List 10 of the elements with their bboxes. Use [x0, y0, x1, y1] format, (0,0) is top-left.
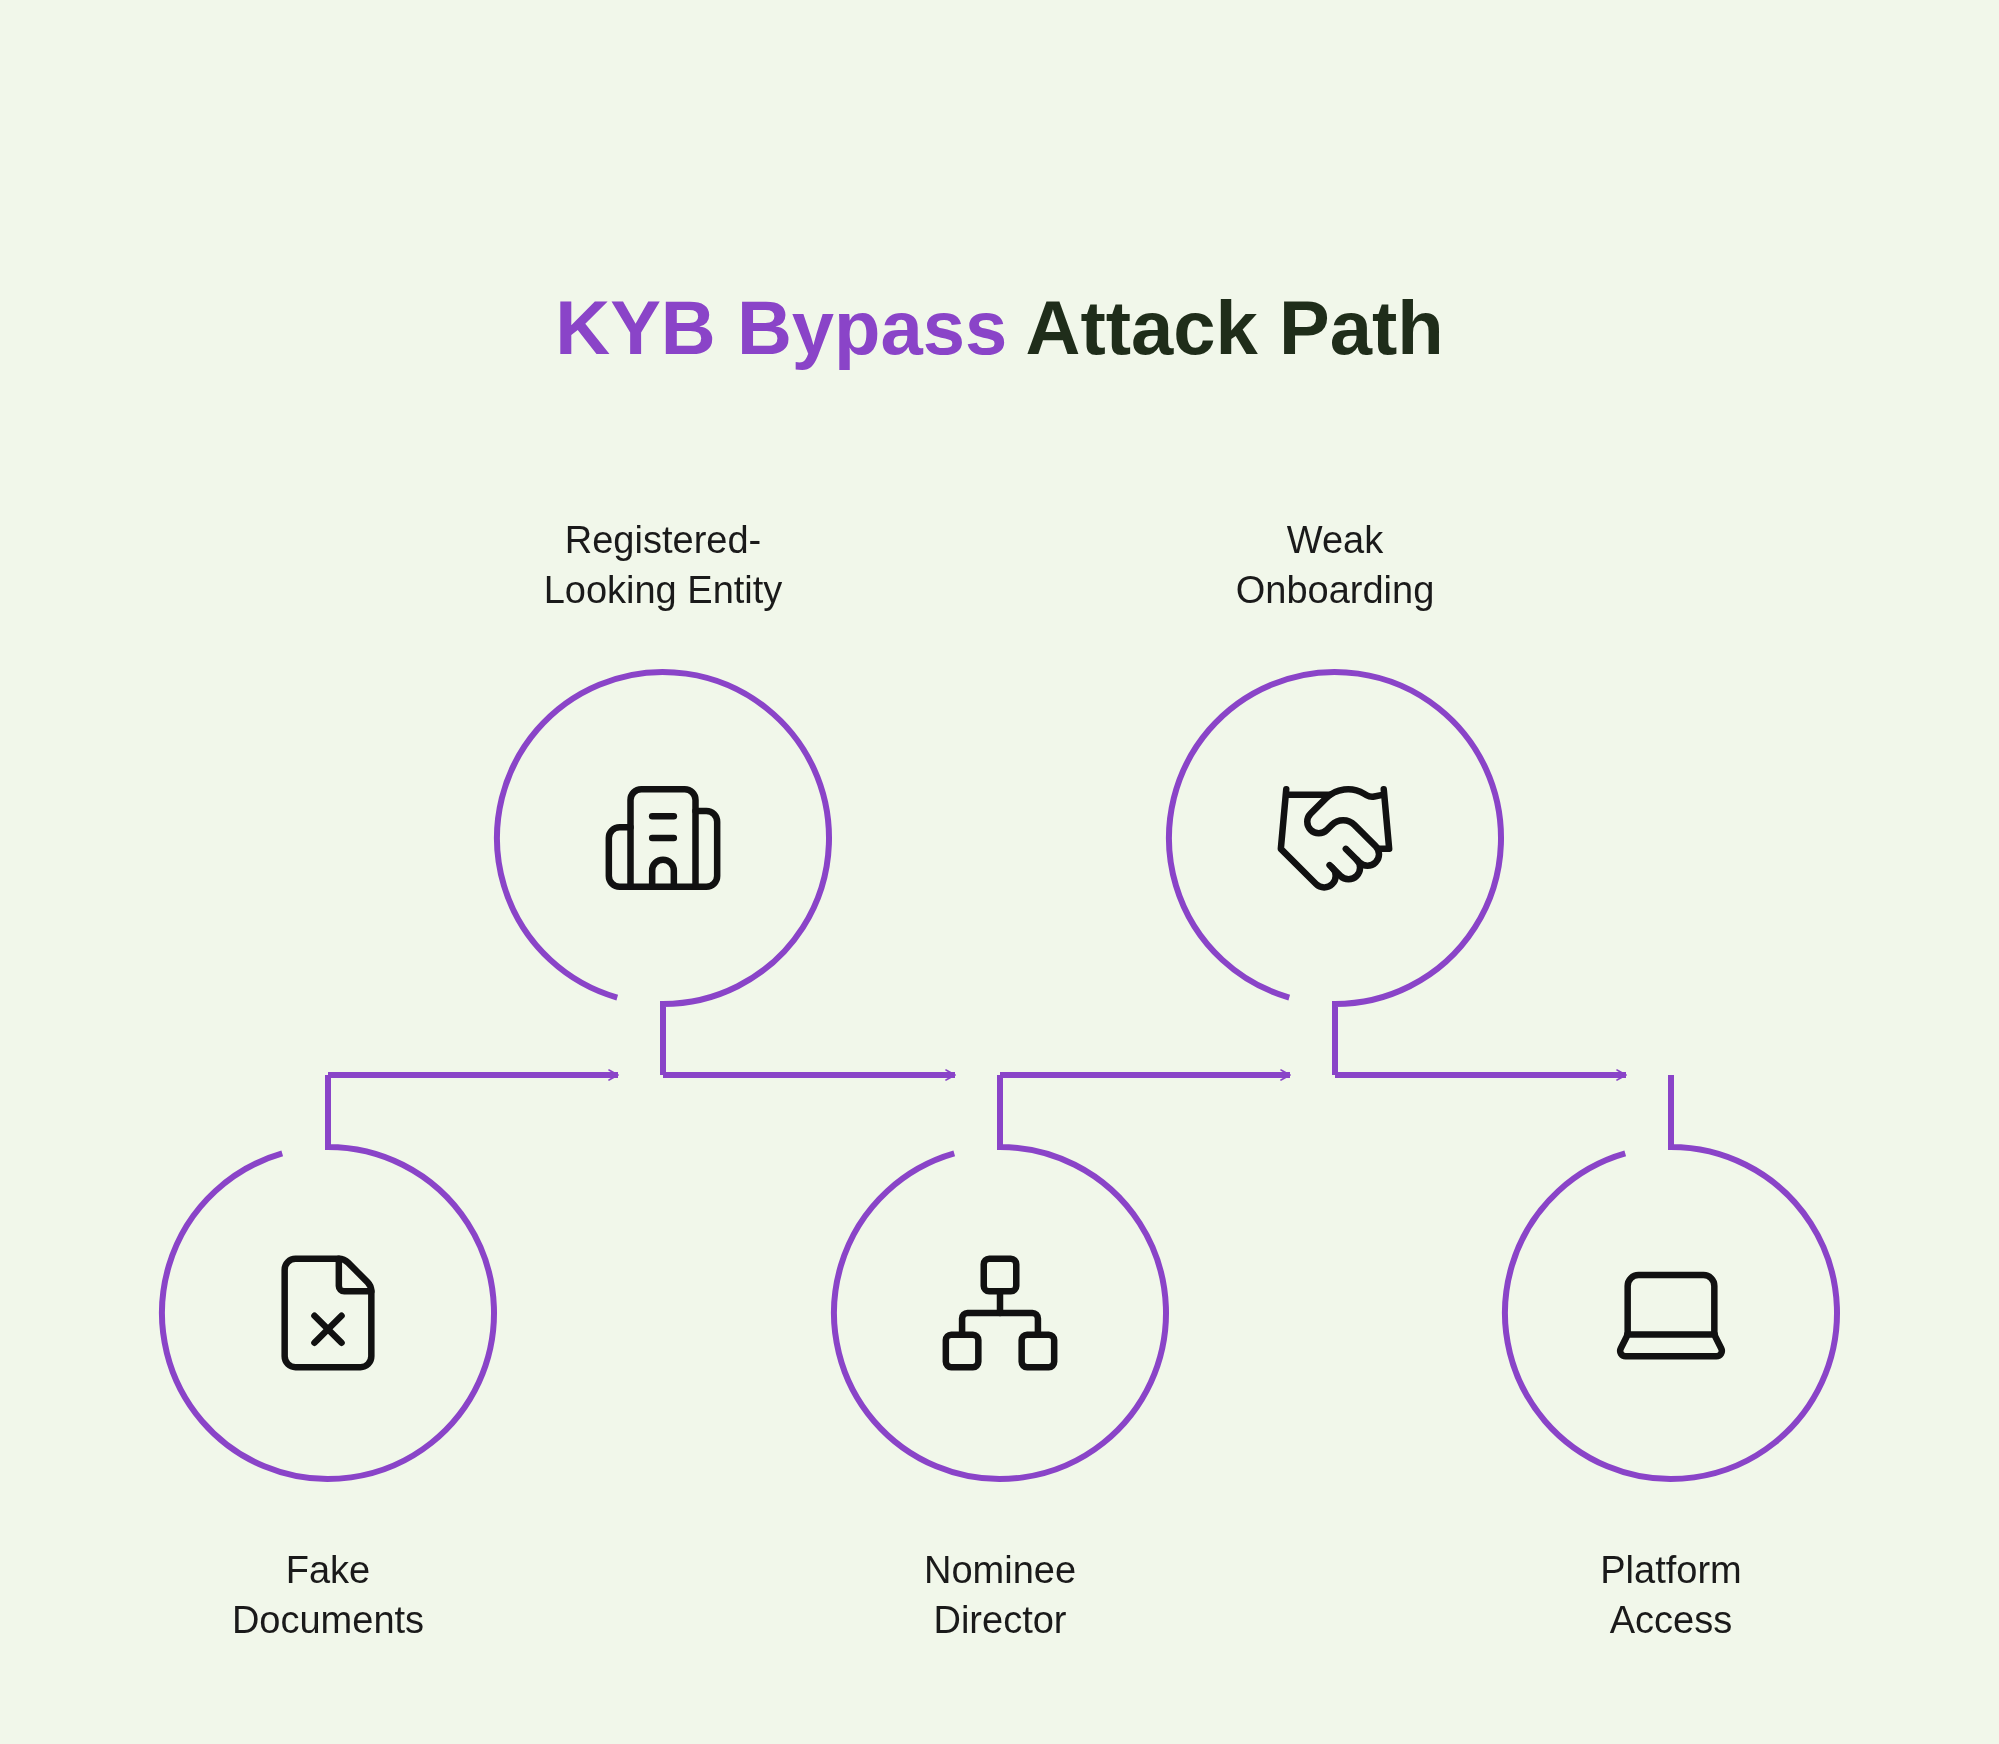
step-label: Registered- Looking Entity — [542, 518, 784, 613]
arrow — [1335, 1069, 1627, 1081]
step-label: Nominee Director — [922, 1548, 1078, 1643]
step-label: Weak Onboarding — [1234, 518, 1436, 613]
step-label: Fake Documents — [230, 1548, 426, 1643]
arrow — [1000, 1069, 1291, 1081]
arrow — [663, 1069, 956, 1081]
title: KYB Bypass Attack Path — [555, 284, 1444, 372]
step-label: Platform Access — [1599, 1548, 1743, 1643]
arrow — [328, 1069, 619, 1081]
